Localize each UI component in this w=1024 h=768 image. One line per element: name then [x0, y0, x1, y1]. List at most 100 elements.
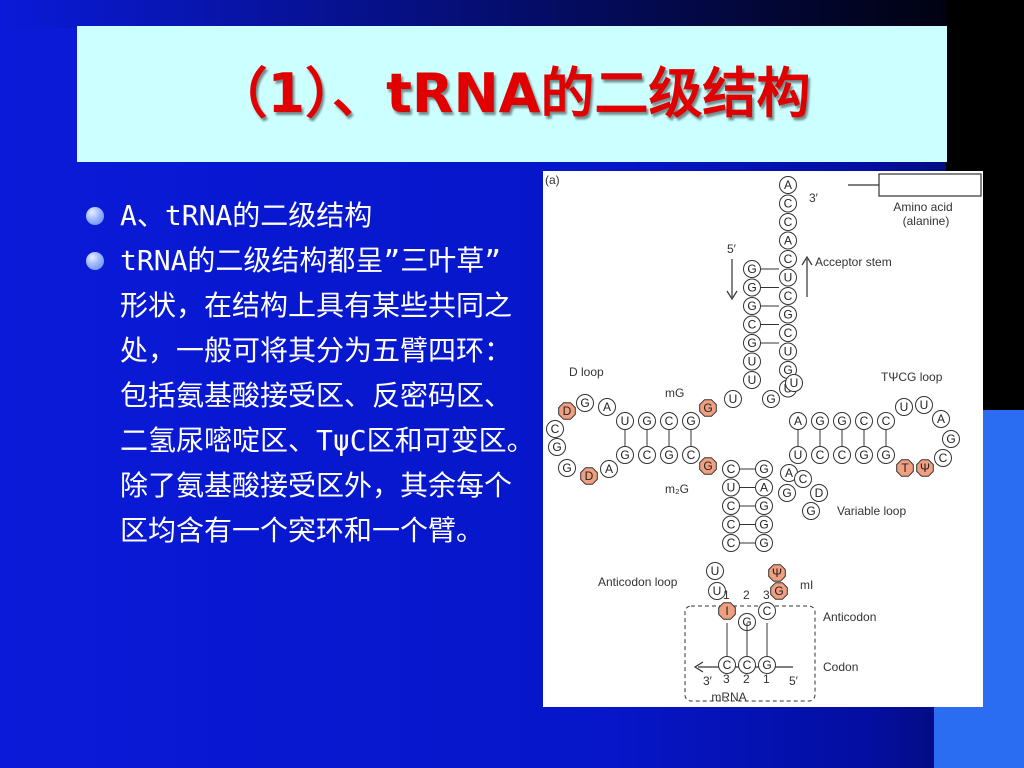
- base-layer: ACCACUCGCUGUGGGCGUUGUUGGCCGGCDGACGGDAGUG…: [546, 176, 960, 686]
- anticodon-stem-right-base-shape: [755, 478, 773, 497]
- t-loop-base-shape: [915, 396, 933, 414]
- t-loop-base-shape: [916, 459, 934, 477]
- anticodon-stem-right-base-shape: [755, 534, 773, 552]
- d-loop-base: A: [605, 462, 613, 476]
- anticodon-loop-base-shape: [706, 562, 724, 580]
- bullet-list: A、tRNA的二级结构 tRNA的二级结构都呈”三叶草” 形状，在结构上具有某些…: [86, 193, 536, 553]
- up-arrowhead-icon: [801, 255, 813, 266]
- amino-acid-label: Amino acid: [893, 200, 952, 214]
- acceptor-3-base: C: [784, 215, 793, 229]
- anticodon-number: 2: [743, 588, 750, 602]
- codon-base-shape: [718, 656, 736, 674]
- mrna-arrowhead-icon: [693, 661, 704, 673]
- acceptor-3-base-shape: [779, 231, 797, 250]
- t-arm-bottom-base: C: [816, 448, 825, 462]
- d-arm-bottom-base-shape: [616, 446, 634, 464]
- acceptor-3-base: G: [783, 363, 792, 377]
- d-arm-top-base-shape: [682, 412, 700, 430]
- m2g-label: m₂G: [665, 482, 689, 496]
- anticodon-base-shape: [718, 602, 736, 620]
- m2g-base-shape: [699, 457, 717, 475]
- t-arm-bottom-base: U: [794, 448, 803, 462]
- anticodon-base: C: [763, 604, 772, 618]
- anticodon-stem-right-base: G: [759, 536, 768, 550]
- title-box: （1）、tRNA的二级结构: [77, 26, 947, 162]
- d-loop-base: C: [551, 422, 560, 436]
- three-prime-label: 3′: [809, 191, 819, 205]
- anticodon-loop-base-shape: [770, 582, 788, 600]
- acceptor-3-base-shape: [779, 176, 797, 194]
- codon-base: C: [743, 658, 752, 672]
- d-link-base: U: [729, 392, 738, 406]
- mg-label: mG: [665, 386, 684, 400]
- d-arm-top-base-shape: [660, 412, 678, 430]
- bullet-item: tRNA的二级结构都呈”三叶草” 形状，在结构上具有某些共同之处，一般可将其分为…: [86, 238, 536, 553]
- codon-number: 3: [723, 672, 730, 686]
- d-arm-top-base: C: [665, 414, 674, 428]
- acceptor-3-base: A: [784, 234, 792, 248]
- acceptor-3-base: G: [783, 308, 792, 322]
- anticodon-stem-right-base-shape: [755, 497, 773, 515]
- codon-base: C: [723, 658, 732, 672]
- t-arm-bottom-base: G: [859, 448, 868, 462]
- anticodon-box: [684, 605, 816, 702]
- m2g-base: G: [703, 459, 712, 473]
- anticodon-stem-right-base-shape: [755, 460, 773, 478]
- t-loop-base-shape: [934, 449, 952, 467]
- acceptor-stem-label: Acceptor stem: [815, 255, 892, 269]
- t-arm-bottom-base-shape: [789, 446, 807, 464]
- acceptor-extra-base: U: [790, 376, 799, 390]
- anticodon-base-shape: [758, 602, 776, 620]
- trna-diagram-svg: (a) Amino acid (alanine) 3′ 5′ Acceptor …: [545, 173, 982, 704]
- d-loop-base: G: [562, 461, 571, 475]
- acceptor-5-base: G: [747, 336, 756, 350]
- variable-loop-base: D: [815, 486, 824, 500]
- t-arm-top-base: C: [882, 414, 891, 428]
- acceptor-5-base-shape: [743, 371, 761, 389]
- anticodon-stem-left-base: C: [727, 518, 736, 532]
- t-arm-bottom-base: C: [838, 448, 847, 462]
- d-loop-base-shape: [580, 467, 598, 485]
- acceptor-5-base: G: [747, 299, 756, 313]
- acceptor-5-base-shape: [743, 260, 761, 278]
- d-loop-base: D: [563, 404, 572, 418]
- anticodon-loop-base-shape: [708, 582, 726, 600]
- d-link-base-shape: [724, 390, 742, 408]
- acceptor-5-base-shape: [743, 278, 761, 297]
- anticodon-stem-left-base: C: [727, 462, 736, 476]
- anticodon-stem-left-base-shape: [722, 534, 740, 552]
- anticodon-loop-psi-base: Ψ: [772, 566, 782, 580]
- anticodon-stem-left-base-shape: [722, 460, 740, 478]
- d-arm-bottom-base: G: [620, 448, 629, 462]
- acceptor-3-base-shape: [779, 194, 797, 213]
- d-arm-bottom-base: C: [643, 448, 652, 462]
- mg-base-shape: [699, 399, 717, 417]
- acceptor-5-base-shape: [743, 334, 761, 352]
- bullet-text: tRNA的二级结构都呈”三叶草” 形状，在结构上具有某些共同之处，一般可将其分为…: [120, 244, 535, 547]
- t-arm-top-base: G: [837, 414, 846, 428]
- acceptor-junction-base-shape: [762, 390, 780, 408]
- d-loop-label: D loop: [569, 365, 604, 379]
- t-loop-base: Ψ: [920, 461, 930, 475]
- anticodon-loop-base: U: [713, 584, 722, 598]
- t-loop-base-shape: [895, 398, 913, 416]
- codon-label: Codon: [823, 660, 858, 674]
- d-loop-base: D: [585, 469, 594, 483]
- t-arm-bottom-base-shape: [833, 446, 851, 464]
- acceptor-3-base: A: [784, 178, 792, 192]
- anticodon-stem-right-base-shape: [755, 515, 773, 534]
- t-arm-top-base: C: [860, 414, 869, 428]
- acceptor-3-base-shape: [779, 287, 797, 305]
- mrna-five-prime-label: 5′: [789, 674, 799, 688]
- anticodon-stem-left-base: U: [727, 481, 736, 495]
- d-arm-top-base-shape: [616, 412, 634, 430]
- anticodon-loop-base: G: [774, 584, 783, 598]
- codon-base-shape: [758, 656, 776, 674]
- t-loop-base-shape: [932, 410, 950, 428]
- mi-label: mI: [800, 578, 813, 592]
- anticodon-label: Anticodon: [823, 610, 876, 624]
- top-decoration-bar: [0, 0, 1024, 28]
- d-loop-base: G: [580, 396, 589, 410]
- d-loop-base: G: [552, 440, 561, 454]
- acceptor-5-base: G: [747, 281, 756, 295]
